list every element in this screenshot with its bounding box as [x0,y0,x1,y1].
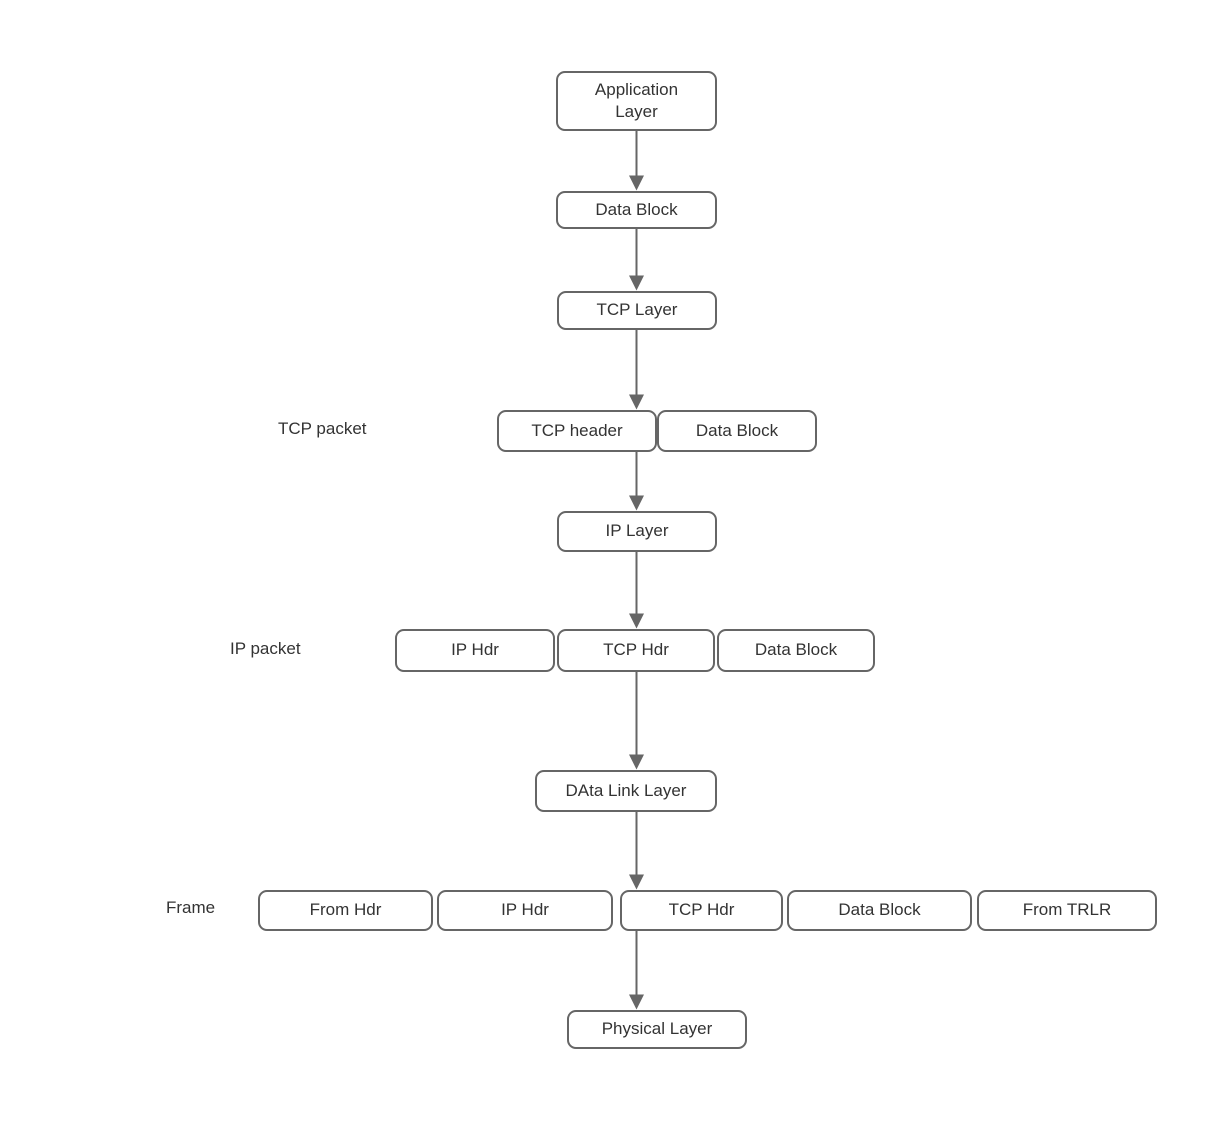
node-ip-layer: IP Layer [557,511,717,552]
label-tcp-packet: TCP packet [278,419,367,438]
node-application-layer: Application Layer [556,71,717,131]
node-frame-data-block: Data Block [787,890,972,931]
node-frame-from-trlr: From TRLR [977,890,1157,931]
node-frame-ip-hdr: IP Hdr [437,890,613,931]
node-data-block-tcp-packet: Data Block [657,410,817,452]
node-data-link-layer: DAta Link Layer [535,770,717,812]
node-ip-hdr: IP Hdr [395,629,555,672]
node-tcp-hdr: TCP Hdr [557,629,715,672]
node-tcp-header: TCP header [497,410,657,452]
node-frame-from-hdr: From Hdr [258,890,433,931]
node-data-block-top: Data Block [556,191,717,229]
node-frame-tcp-hdr: TCP Hdr [620,890,783,931]
label-frame: Frame [166,898,216,917]
label-ip-packet: IP packet [230,639,301,658]
node-tcp-layer: TCP Layer [557,291,717,330]
node-physical-layer: Physical Layer [567,1010,747,1049]
node-data-block-ip-packet: Data Block [717,629,875,672]
